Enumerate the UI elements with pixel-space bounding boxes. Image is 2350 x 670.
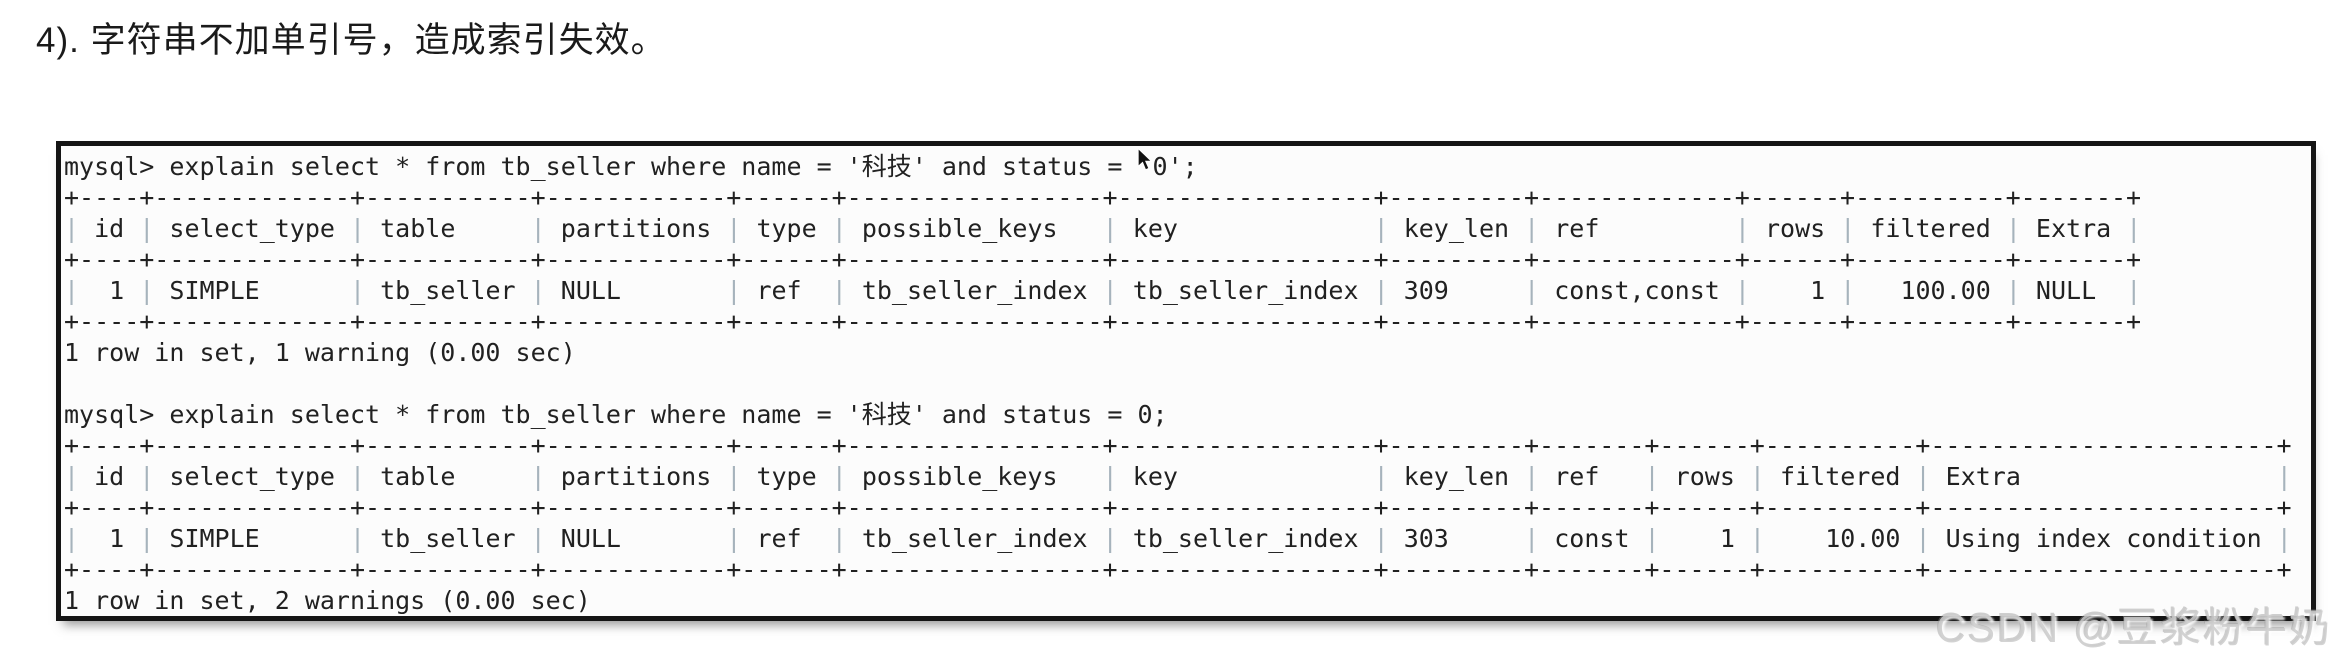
status-line-1: 1 row in set, 1 warning (0.00 sec) xyxy=(64,338,576,367)
table-line: | 1 | SIMPLE | tb_seller | NULL | ref | … xyxy=(64,524,2292,553)
query-line-2: mysql> explain select * from tb_seller w… xyxy=(64,400,1168,429)
blank-line xyxy=(64,368,2311,399)
table-line: | id | select_type | table | partitions … xyxy=(64,214,2142,243)
table-line: +----+-------------+-----------+--------… xyxy=(64,307,2142,336)
table-line: +----+-------------+-----------+--------… xyxy=(64,183,2142,212)
table-line: +----+-------------+-----------+--------… xyxy=(64,431,2292,460)
page-heading: 4). 字符串不加单引号，造成索引失效。 xyxy=(36,21,667,60)
explain-table-2: +----+-------------+-----------+--------… xyxy=(64,430,2311,585)
table-line: +----+-------------+-----------+--------… xyxy=(64,493,2292,522)
watermark: CSDN @豆浆粉牛奶 xyxy=(1936,605,2333,651)
status-line-2: 1 row in set, 2 warnings (0.00 sec) xyxy=(64,586,591,615)
explain-table-1: +----+-------------+-----------+--------… xyxy=(64,182,2311,337)
terminal-output: mysql> explain select * from tb_seller w… xyxy=(56,141,2316,621)
table-line: | id | select_type | table | partitions … xyxy=(64,462,2292,491)
table-line: +----+-------------+-----------+--------… xyxy=(64,555,2292,584)
table-line: | 1 | SIMPLE | tb_seller | NULL | ref | … xyxy=(64,276,2142,305)
table-line: +----+-------------+-----------+--------… xyxy=(64,245,2142,274)
mouse-cursor-icon xyxy=(1137,148,1153,171)
query-line-1: mysql> explain select * from tb_seller w… xyxy=(64,152,1198,181)
